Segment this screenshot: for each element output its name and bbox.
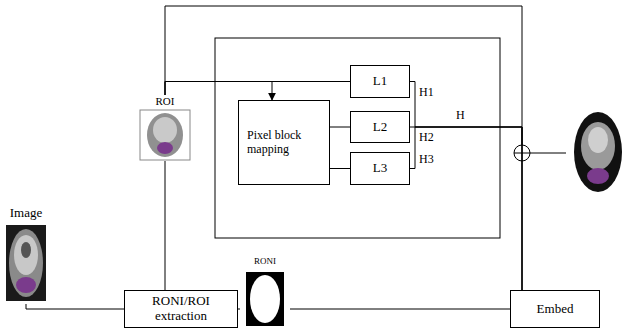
node-text: ROI — [156, 95, 175, 108]
connector — [330, 127, 350, 128]
process-box: Pixel block mapping — [238, 100, 330, 185]
roni-image — [246, 272, 284, 326]
input-image — [6, 225, 46, 301]
image-node: RONI — [240, 256, 290, 327]
process-box: Embed — [510, 290, 600, 328]
node-text: RONI — [254, 256, 276, 266]
node-text: RONI/ROI extraction — [129, 294, 233, 324]
connector — [410, 82, 522, 291]
signal-label: H — [456, 109, 465, 122]
image-node: ROI — [139, 95, 191, 161]
signal-label: H3 — [419, 153, 434, 166]
node-text: Embed — [537, 302, 574, 317]
feedback-wire — [165, 6, 522, 145]
node-text: Image — [10, 206, 42, 221]
node-text: Pixel block mapping — [247, 129, 325, 157]
level-box: L3 — [350, 152, 410, 185]
connector — [165, 161, 166, 290]
connector — [165, 82, 272, 101]
node-text: L2 — [373, 120, 387, 135]
connector — [330, 168, 350, 169]
connector — [410, 127, 522, 290]
connector — [26, 304, 124, 309]
roi-image — [140, 110, 190, 160]
node-text: L1 — [373, 74, 387, 89]
output-image — [567, 107, 629, 197]
signal-label: H2 — [419, 131, 434, 144]
connector — [165, 82, 350, 96]
level-box: L2 — [350, 111, 410, 143]
inner-frame — [215, 38, 500, 238]
node-text: L3 — [373, 161, 387, 176]
process-box: RONI/ROI extraction — [124, 290, 238, 328]
level-box: L1 — [350, 65, 410, 98]
connector — [410, 127, 522, 290]
signal-label: H1 — [419, 86, 434, 99]
connector — [238, 309, 240, 310]
connector — [290, 309, 510, 310]
image-node: Image — [4, 206, 48, 304]
